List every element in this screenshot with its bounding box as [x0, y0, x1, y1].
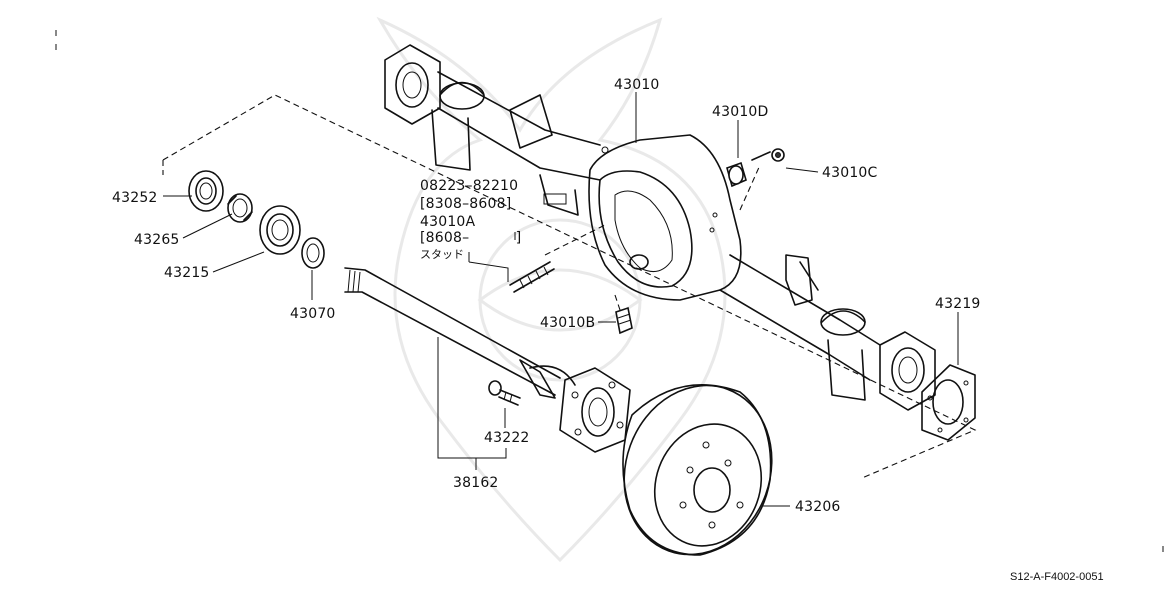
- label-43222: 43222: [484, 430, 530, 446]
- label-stud-japanese: スタッド: [420, 248, 464, 261]
- bearing-43215: [259, 205, 301, 255]
- brake-drum-43206: [622, 383, 773, 556]
- label-stud-range-1: [8308–8608]: [420, 196, 511, 212]
- label-43206: 43206: [795, 499, 841, 515]
- breather-43010D: [726, 161, 747, 188]
- label-38162: 38162: [453, 475, 499, 491]
- axle-housing-43010: [384, 44, 936, 411]
- label-43070: 43070: [290, 306, 336, 322]
- assembly-dashed-lines: [162, 94, 977, 479]
- watermark-emblem: [376, 16, 727, 563]
- label-43010B: 43010B: [540, 315, 595, 331]
- part-labels: 43010 43010D 43010C 43252 43265 43215 43…: [112, 77, 1104, 583]
- fitting-43010C: [751, 148, 785, 162]
- label-43252: 43252: [112, 190, 158, 206]
- label-43219: 43219: [935, 296, 981, 312]
- collar-43265: [227, 193, 253, 223]
- label-43010A: 43010A: [420, 214, 476, 230]
- label-43265: 43265: [134, 232, 180, 248]
- label-43215: 43215: [164, 265, 210, 281]
- label-43010C: 43010C: [822, 165, 878, 181]
- label-stud-range-2: [8608– ]: [420, 230, 521, 246]
- diagram-reference-code: S12-A-F4002-0051: [1010, 571, 1104, 583]
- label-43010: 43010: [614, 77, 660, 93]
- leader-lines: [163, 92, 959, 507]
- label-stud-part-number: 08223–82210: [420, 178, 518, 194]
- stud-43010A: [509, 261, 555, 293]
- gasket-43219: [921, 364, 976, 441]
- plug-43010B: [615, 306, 633, 335]
- oil-seal-43070: [301, 237, 325, 269]
- oil-seal-43252: [188, 170, 224, 212]
- hub-bolt-43222: [488, 380, 521, 406]
- label-43010D: 43010D: [712, 104, 769, 120]
- scan-marks: [55, 30, 1164, 552]
